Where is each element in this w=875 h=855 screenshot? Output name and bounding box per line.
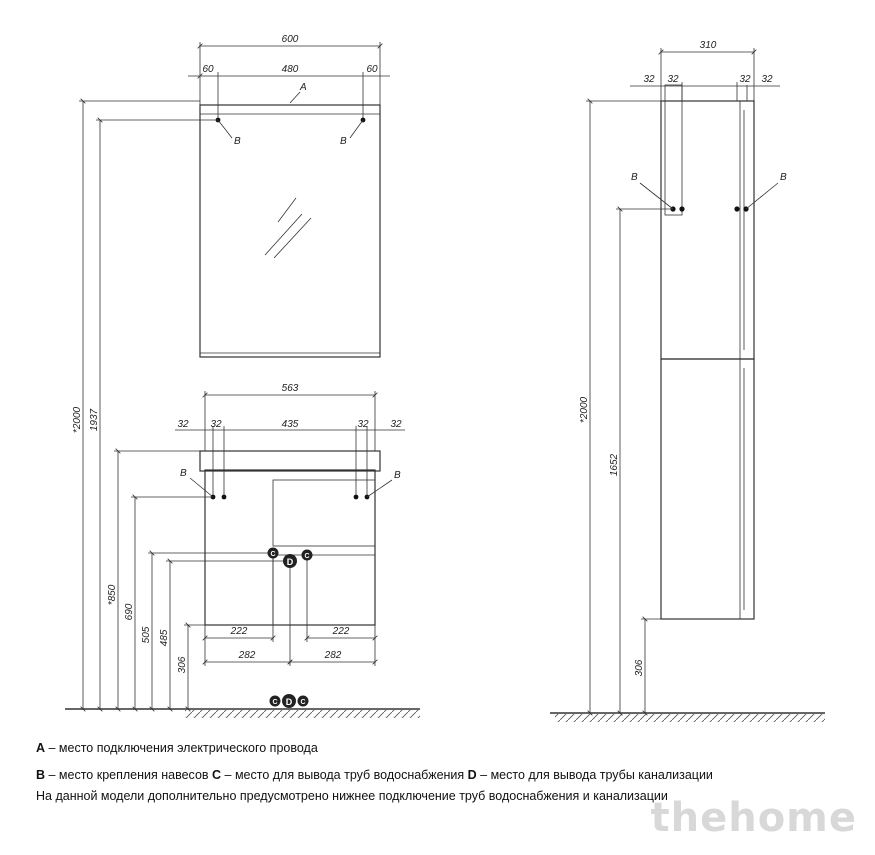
dim-cabinet-mount-span: 435 xyxy=(282,419,299,430)
floor-water-left-letter: C xyxy=(272,699,277,706)
legend-c-key: C xyxy=(212,768,222,782)
mirror-frame xyxy=(199,104,381,358)
dim-drain-right: 282 xyxy=(324,650,342,661)
dim-water-right: 222 xyxy=(332,626,350,637)
legend-note: На данной модели дополнительно предусмот… xyxy=(36,789,668,803)
drain-outlet-letter: D xyxy=(287,557,294,567)
legend-c-text: – место для вывода труб водоснабжения xyxy=(221,768,468,782)
side-dim-right-outer: 32 xyxy=(761,74,773,85)
side-dim-left-inner: 32 xyxy=(667,74,679,85)
dim-height-cabinet-label: *850 xyxy=(107,584,118,605)
dim-height-bottom-label: 306 xyxy=(177,656,188,673)
side-view-labels: 310 32 32 32 32 B B *2000 1652 306 xyxy=(579,40,787,676)
legend-b-key: B xyxy=(36,768,46,782)
side-upper-front xyxy=(739,100,755,360)
dim-cabinet-left-outer: 32 xyxy=(177,419,189,430)
dim-height-mirror-mount-label: 1937 xyxy=(89,408,100,431)
side-mount-left-label: B xyxy=(631,172,638,183)
dim-cabinet-right-inner: 32 xyxy=(357,419,369,430)
connection-a-label: A xyxy=(299,82,307,93)
legend-a-key: A xyxy=(36,741,46,755)
connection-a-leader xyxy=(289,91,301,104)
mirror-mount-right-label: B xyxy=(340,136,347,147)
dim-drain-left: 282 xyxy=(238,650,256,661)
drain-outlet-icon xyxy=(283,554,297,568)
cabinet-mount-left-2 xyxy=(221,494,227,500)
cabinet-mount-right-label: B xyxy=(394,470,401,481)
mirror-mount-right-leader xyxy=(349,119,364,139)
mirror-glare-1 xyxy=(264,213,303,256)
mirror-mount-left-label: B xyxy=(234,136,241,147)
legend-bcd: B – место крепления навесов C – место дл… xyxy=(36,767,713,783)
mirror-mount-left-leader xyxy=(217,119,233,139)
water-outlet-left-icon xyxy=(267,547,279,559)
dim-mirror-width: 600 xyxy=(282,34,299,45)
water-outlet-right-letter: C xyxy=(304,553,309,560)
dim-cabinet-left-inner: 32 xyxy=(210,419,222,430)
floor-drain-icon xyxy=(282,694,296,708)
dim-mirror-right-offset: 60 xyxy=(366,64,378,75)
cabinet-top-drawer xyxy=(272,479,376,547)
side-mount-right-1 xyxy=(734,206,740,212)
side-mount-strip-left xyxy=(664,84,683,216)
floor-water-left-icon xyxy=(269,695,281,707)
legend-d-text: – место для вывода трубы канализации xyxy=(476,768,713,782)
side-dim-depth: 310 xyxy=(700,40,717,51)
floor-water-right-icon xyxy=(297,695,309,707)
floor-water-right-letter: C xyxy=(300,699,305,706)
water-outlet-right-icon xyxy=(301,549,313,561)
mirror-glare-3 xyxy=(277,197,297,223)
floor-drain-letter: D xyxy=(286,697,293,707)
front-view-labels: 600 60 480 60 A B B 563 32 32 435 32 32 … xyxy=(72,34,402,707)
side-mount-left-2 xyxy=(679,206,685,212)
legend-a-text: – место подключения электрического прово… xyxy=(45,741,318,755)
dim-mirror-mount-span: 480 xyxy=(282,64,299,75)
dim-height-total-label: *2000 xyxy=(72,406,83,433)
dim-height-cabinet-mount-label: 690 xyxy=(124,603,135,620)
side-view xyxy=(550,48,825,722)
cabinet-mount-left-label: B xyxy=(180,468,187,479)
side-mount-right-label: B xyxy=(780,172,787,183)
legend-a: A – место подключения электрического про… xyxy=(36,740,318,756)
legend-d-key: D xyxy=(467,768,477,782)
dim-height-water-label: 505 xyxy=(141,626,152,643)
dim-mirror-left-offset: 60 xyxy=(202,64,214,75)
dim-cabinet-right-outer: 32 xyxy=(390,419,402,430)
front-floor-hatch xyxy=(185,710,420,718)
side-dim-height-bottom-label: 306 xyxy=(634,659,645,676)
side-dim-left-outer: 32 xyxy=(643,74,655,85)
cabinet-mount-right-1 xyxy=(353,494,359,500)
dim-height-drain-label: 485 xyxy=(159,629,170,646)
dim-water-left: 222 xyxy=(230,626,248,637)
cabinet-countertop xyxy=(199,450,381,472)
side-floor-hatch xyxy=(555,714,825,722)
front-view xyxy=(65,42,420,718)
side-dim-height-total-label: *2000 xyxy=(579,396,590,423)
side-dim-right-inner: 32 xyxy=(739,74,751,85)
side-dim-height-mount-label: 1652 xyxy=(609,453,620,476)
mirror-glare-2 xyxy=(273,217,312,259)
legend-b-text: – место крепления навесов xyxy=(45,768,213,782)
watermark-logo: thehome xyxy=(650,795,857,841)
dim-cabinet-width: 563 xyxy=(282,383,299,394)
side-lower-front xyxy=(739,358,755,620)
water-outlet-left-letter: C xyxy=(270,551,275,558)
